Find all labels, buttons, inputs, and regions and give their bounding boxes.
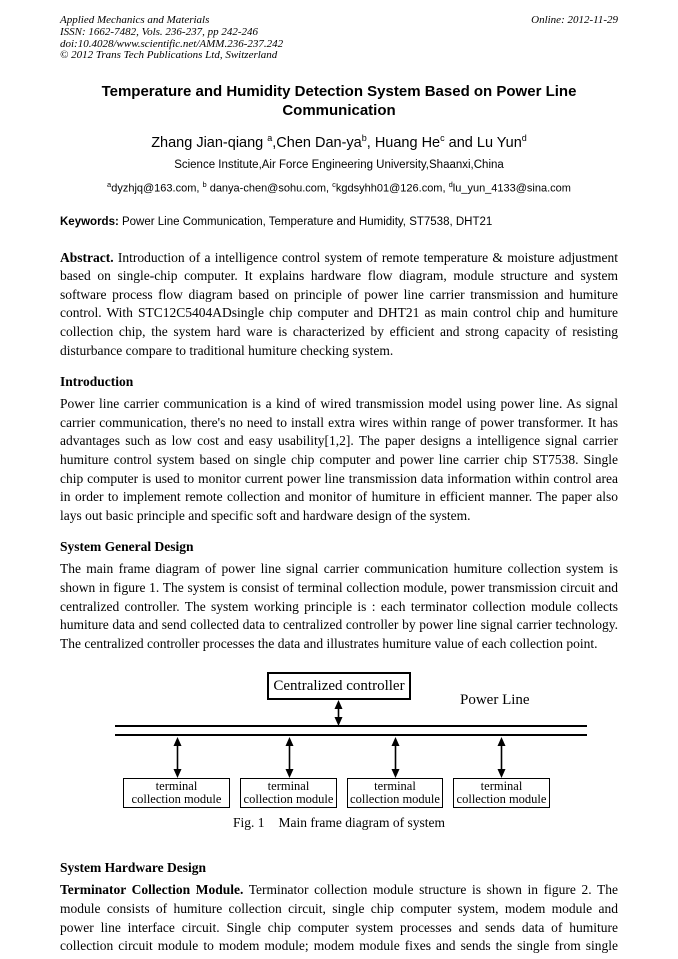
keywords-line: Keywords: Power Line Communication, Temp… [60,216,618,228]
email-2: danya-chen@sohu.com, [206,182,333,195]
doi-line: doi:10.4028/www.scientific.net/AMM.236-2… [60,37,284,50]
double-arrow-icon [391,737,400,779]
figure-1-caption-label: Fig. 1 [233,815,265,831]
terminator-collection-module-paragraph: Terminator Collection Module. Terminator… [60,881,618,955]
authors-line: Zhang Jian-qiang a,Chen Dan-yab, Huang H… [60,129,618,152]
terminal-box-line2: collection module [243,792,334,807]
author-2: ,Chen Dan-ya [272,135,362,152]
terminal-box-line2: collection module [350,792,440,807]
abstract-paragraph: Abstract. Introduction of a intelligence… [60,249,618,361]
author-2-affil-mark: b [361,133,367,144]
publication-info: Applied Mechanics and Materials ISSN: 16… [60,14,284,62]
terminal-box-line1: terminal [480,779,523,794]
centralized-controller-box: Centralized controller [267,672,411,701]
figure-1: Centralized controller Power Line [60,669,618,835]
author-1: Zhang Jian-qiang [151,135,268,152]
author-4: and Lu Yun [444,135,522,152]
email-3-mark: c [332,180,336,190]
introduction-paragraph: Power line carrier communication is a ki… [60,396,618,523]
journal-name: Applied Mechanics and Materials [60,14,210,26]
email-1: dyzhjq@163.com, [111,182,203,195]
power-line-label: Power Line [460,692,530,709]
double-arrow-icon [173,737,182,779]
terminal-box-line1: terminal [374,779,416,794]
section-heading-system-general-design: System General Design [60,539,194,555]
paper-title: Temperature and Humidity Detection Syste… [101,83,577,120]
keywords-text: Power Line Communication, Temperature an… [118,215,493,228]
abstract-text: Introduction of a intelligence control s… [60,249,618,358]
author-4-affil-mark: d [521,133,527,144]
terminal-box-line2: collection module [456,792,547,807]
system-general-design-paragraph: The main frame diagram of power line sig… [60,561,618,651]
terminator-collection-module-text: Terminator collection module structure i… [60,882,618,954]
email-2-mark: b [202,180,207,190]
terminal-collection-module-box: terminal collection module [123,778,230,809]
terminal-collection-module-box: terminal collection module [453,778,550,809]
email-1-mark: a [107,180,112,190]
emails-line: adyzhjq@163.com, b danya-chen@sohu.com, … [60,180,618,195]
author-3: , Huang He [366,135,441,152]
email-3: kgdsyhh01@126.com, [335,182,449,195]
terminal-collection-module-box: terminal collection module [347,778,443,809]
affiliation-line: Science Institute,Air Force Engineering … [174,159,504,172]
power-line-wire [115,734,587,737]
email-4-mark: d [448,180,453,190]
keywords-label: Keywords: [60,215,119,228]
terminal-box-line1: terminal [155,779,198,794]
author-3-affil-mark: c [440,133,445,144]
issn-line: ISSN: 1662-7482, Vols. 236-237, pp 242-2… [60,25,258,38]
abstract-label: Abstract. [60,249,114,265]
figure-1-caption-text: Main frame diagram of system [278,815,445,831]
double-arrow-icon [334,700,343,727]
author-1-affil-mark: a [267,133,273,144]
double-arrow-icon [497,737,506,779]
terminal-box-line2: collection module [131,792,222,807]
terminal-box-line1: terminal [267,779,310,794]
email-4: lu_yun_4133@sina.com [452,182,571,195]
terminator-collection-module-label: Terminator Collection Module. [60,882,244,898]
copyright-line: © 2012 Trans Tech Publications Ltd, Swit… [60,49,278,62]
figure-1-caption: Fig. 1 Main frame diagram of system [60,815,618,831]
section-heading-system-hardware-design: System Hardware Design [60,860,206,876]
power-line-wire [115,725,587,728]
publication-header: Applied Mechanics and Materials ISSN: 16… [60,14,618,62]
double-arrow-icon [285,737,294,779]
online-date: Online: 2012-11-29 [531,14,618,26]
terminal-collection-module-box: terminal collection module [240,778,337,809]
section-heading-introduction: Introduction [60,374,134,390]
